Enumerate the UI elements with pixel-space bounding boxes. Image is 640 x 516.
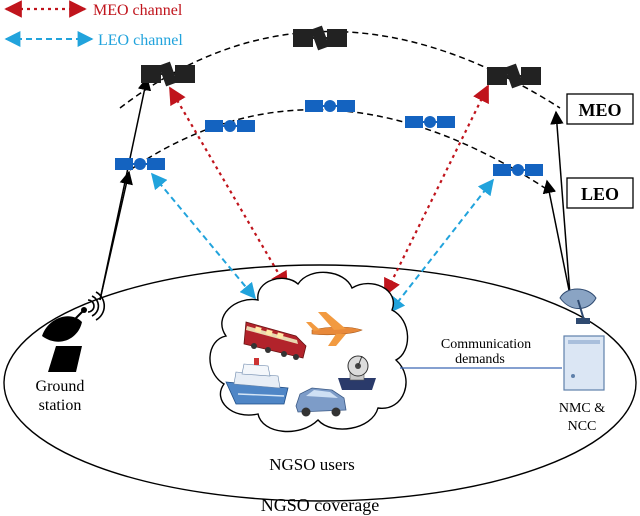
leo-label-box [566,177,634,209]
ground-station-label-line2: station [39,397,82,414]
satellite-icon [404,115,456,129]
meo-link-right [384,84,489,297]
ground-station-label-line1: Ground [36,378,85,395]
nmc-label-line1: NMC & [559,401,605,416]
leo-link-left [150,172,257,300]
satellite-icon [304,99,356,113]
terminal-icon [338,355,376,390]
nmc-link-meo [550,110,571,296]
leo-link-right [389,178,494,314]
nmc-link-leo [542,179,571,296]
ship-icon [225,358,289,405]
users-label: NGSO users [269,455,354,474]
meo-link-left [169,86,288,290]
dish-icon [559,288,597,324]
car-icon [295,387,347,417]
antenna-icon [42,291,105,372]
satellite-icon [492,163,544,177]
legend-meo-label: MEO channel [93,2,183,19]
leo-label: LEO [581,184,619,204]
train-icon [243,321,307,360]
demands-label-line1: Communication [441,337,531,352]
meo-label: MEO [579,100,622,120]
nmc-label-line2: NCC [568,419,597,434]
demands-label-line2: demands [455,352,505,367]
satellite-icon [204,119,256,133]
legend-leo-label: LEO channel [98,32,183,49]
satellite-icon [114,157,166,171]
leo-orbit [129,108,549,191]
gs-link-leo [99,170,133,301]
server-icon [563,335,605,391]
airplane-icon [306,312,363,346]
meo-label-box [566,93,634,125]
satellite-icon [292,24,348,52]
satellite-icon [486,62,542,90]
coverage-label: NGSO coverage [261,495,379,515]
coverage-ellipse [3,264,637,502]
satellite-icon [140,60,196,88]
